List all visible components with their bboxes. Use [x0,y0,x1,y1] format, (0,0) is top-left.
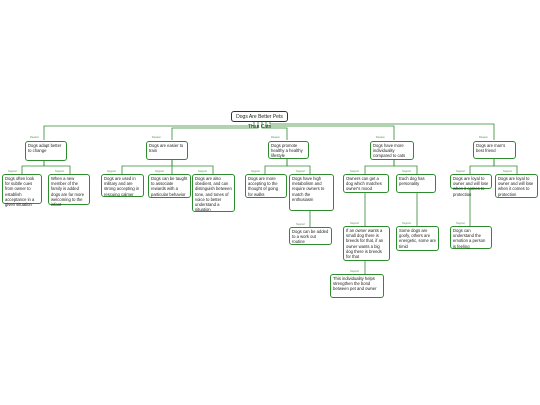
link-label: Support [350,222,360,225]
connector-line [43,161,71,174]
node-obedient[interactable]: Dogs are also obedient, and can distingu… [192,174,235,212]
connector-line [364,160,395,174]
connector-line [121,160,173,174]
node-owners[interactable]: Owners can get a dog which matches owner… [343,174,389,193]
node-lifestyle[interactable]: If an owner wants a small dog there is b… [343,226,390,261]
node-breeds[interactable]: Dogs have high metabolism and require ow… [289,174,334,211]
node-walks[interactable]: Dogs are more accepting to the thought o… [245,174,287,198]
link-label: Support [8,170,18,173]
link-label: Support [456,170,466,173]
link-label: Reason [376,136,385,139]
connector-line [261,121,288,140]
link-label: Support [503,170,513,173]
link-label: Support [402,222,412,225]
link-label: Support [296,170,306,173]
connector-line [286,159,311,174]
node-workout[interactable]: Dogs can be added to a work out routine [289,227,332,245]
connector-line [264,159,288,174]
node-goofy[interactable]: Some dogs are goofy, others are energeti… [396,226,439,251]
connector-line [43,121,255,140]
link-label: Support [350,270,360,273]
node-sense[interactable]: Dogs can understand the emotion a person… [450,226,492,249]
node-best-friend[interactable]: Dogs are man's best friend [473,141,516,159]
node-loyal[interactable]: Dogs have more individuality compared to… [370,141,414,160]
node-seeing-eye[interactable]: Dogs are used in military and are strong… [101,174,144,197]
connector-line [171,160,214,174]
link-label: Support [55,170,65,173]
connector-line [469,159,495,174]
link-label: Reason [152,136,161,139]
link-label: Reason [30,136,39,139]
connector-line [21,161,45,174]
node-easier-train[interactable]: Dogs are easier to train [146,141,188,160]
node-healthy[interactable]: Dogs promote healthy a healthy lifestyle [268,141,309,159]
node-adapt[interactable]: Dogs adapt better to change [25,141,67,161]
link-label: Support [350,170,360,173]
root-node[interactable]: Dogs Are Better Pets Than Cats [231,111,288,130]
node-family[interactable]: When a new member of the family is added… [48,174,90,207]
node-fit[interactable]: This individuality helps strengthen the … [330,274,384,298]
link-label: Support [198,170,208,173]
link-label: Reason [479,136,488,139]
link-label: Support [251,170,261,173]
node-loyal-owner[interactable]: Dogs are loyal to owner and will lose wh… [495,174,538,198]
link-label: Support [155,170,165,173]
link-label: Support [107,170,117,173]
link-label: Support [402,170,412,173]
connector-line [269,121,495,140]
link-label: Reason [271,136,280,139]
node-protect[interactable]: Dogs are loyal to owner and will lose wh… [450,174,492,197]
connector-line [265,121,395,140]
connector-line [393,160,418,174]
node-personality[interactable]: Each dog has personality [396,174,436,193]
node-taught[interactable]: Dogs can be taught to associate rewards … [148,174,191,198]
node-calm[interactable]: Dogs often look for subtle cues from own… [2,174,42,207]
link-label: Support [456,222,466,225]
connector-line [493,159,518,174]
link-label: Support [296,223,306,226]
connector-line [171,121,259,140]
